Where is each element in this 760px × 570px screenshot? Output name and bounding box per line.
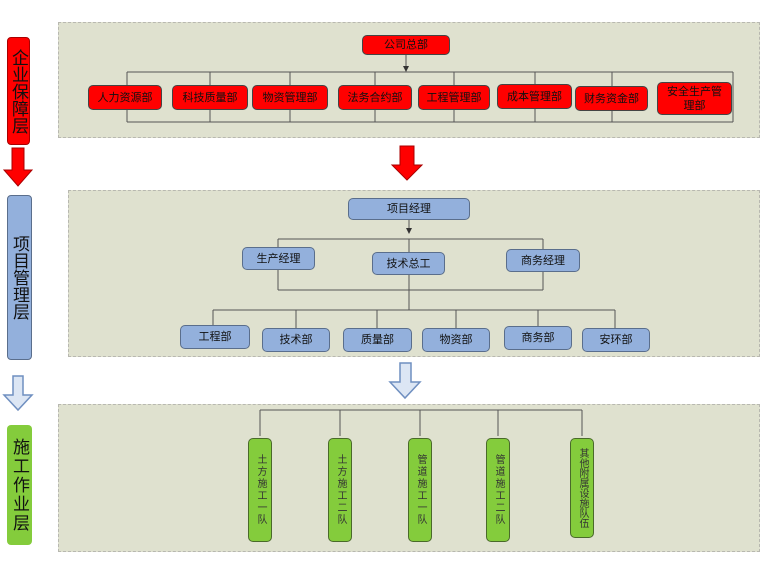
dept-box: 科技质量部: [172, 85, 248, 110]
manager-box: 项目经理: [348, 198, 470, 220]
project-dept-box: 商务部: [504, 326, 572, 350]
arrow-down-outline-icon: [2, 362, 422, 412]
layer-label-project: 项目管理层: [7, 195, 32, 360]
layer-label-enterprise: 企业保障层: [7, 37, 30, 145]
layer-label-construction: 施工作业层: [7, 425, 32, 545]
project-dept-box: 质量部: [343, 328, 412, 352]
deputy-box: 生产经理: [242, 247, 315, 270]
dept-box: 人力资源部: [88, 85, 162, 110]
team-box: 管道施工二队: [486, 438, 510, 542]
deputy-box: 技术总工: [372, 252, 445, 275]
dept-box: 财务资金部: [575, 86, 648, 111]
dept-box: 法务合约部: [338, 85, 412, 110]
team-box: 管道施工一队: [408, 438, 432, 542]
dept-box: 成本管理部: [497, 84, 572, 109]
hq-box: 公司总部: [362, 35, 450, 55]
dept-box: 安全生产管理部: [657, 82, 732, 115]
team-box: 其他附属设施队伍: [570, 438, 594, 538]
dept-box: 工程管理部: [418, 85, 490, 110]
project-dept-box: 工程部: [180, 325, 250, 349]
deputy-box: 商务经理: [506, 249, 580, 272]
team-box: 土方施工一队: [248, 438, 272, 542]
project-dept-box: 技术部: [262, 328, 330, 352]
arrow-down-icon: [2, 145, 424, 187]
project-dept-box: 物资部: [422, 328, 490, 352]
dept-box: 物资管理部: [252, 85, 328, 110]
project-dept-box: 安环部: [582, 328, 650, 352]
team-box: 土方施工二队: [328, 438, 352, 542]
